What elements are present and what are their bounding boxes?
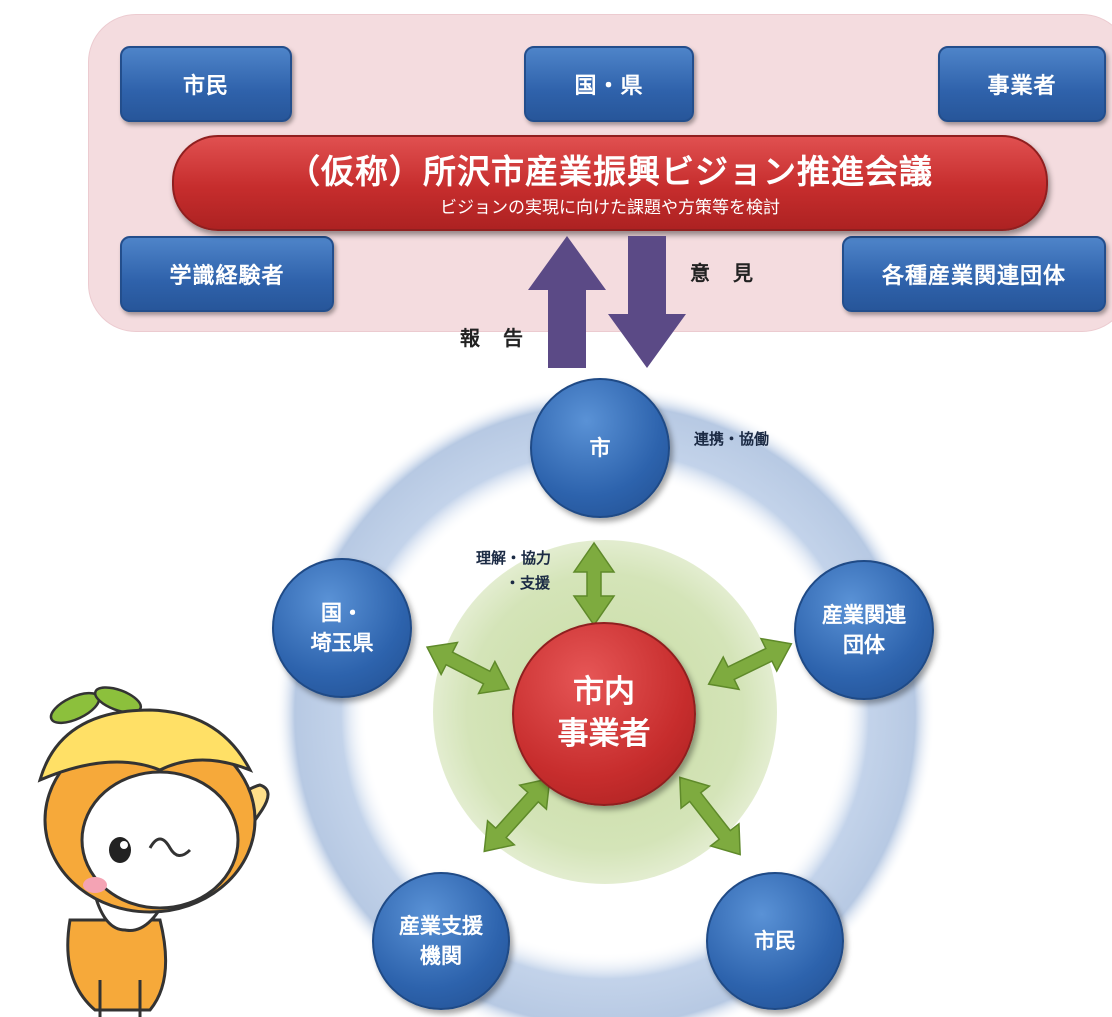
member-citizens-label: 市民 bbox=[182, 74, 229, 99]
cooperation-label: 連携・協働 bbox=[694, 430, 770, 448]
arrow-national-center bbox=[425, 641, 511, 695]
arrow-industry-center bbox=[707, 637, 793, 691]
member-national-prefecture: 国・県 bbox=[524, 46, 694, 122]
council-subtitle: ビジョンの実現に向けた課題や方策等を検討 bbox=[440, 198, 780, 218]
understanding-label-line1: 理解・協力 bbox=[476, 549, 552, 567]
arrow-citizens-center bbox=[679, 776, 741, 856]
node-industry-groups: 産業関連 団体 bbox=[794, 560, 934, 700]
node-citizens: 市民 bbox=[706, 872, 844, 1010]
node-industry-groups-label: 産業関連 団体 bbox=[822, 602, 906, 657]
node-city-label: 市 bbox=[589, 435, 611, 460]
member-business-operators-label: 事業者 bbox=[987, 74, 1057, 99]
member-academic-experts-label: 学識経験者 bbox=[169, 264, 285, 289]
node-support-orgs: 産業支援 機関 bbox=[372, 872, 510, 1010]
member-citizens: 市民 bbox=[120, 46, 292, 122]
understanding-label-line2: ・支援 bbox=[505, 574, 551, 592]
opinion-arrow bbox=[608, 236, 686, 368]
report-label: 報 告 bbox=[460, 326, 531, 350]
node-national-saitama-label: 国・ 埼玉県 bbox=[310, 600, 374, 655]
council-title: （仮称）所沢市産業振興ビジョン推進会議 bbox=[287, 152, 933, 191]
node-city-businesses-label: 市内 事業者 bbox=[557, 674, 651, 752]
member-industry-organizations: 各種産業関連団体 bbox=[842, 236, 1106, 312]
council-bar: （仮称）所沢市産業振興ビジョン推進会議 ビジョンの実現に向けた課題や方策等を検討 bbox=[172, 135, 1048, 231]
node-support-orgs-label: 産業支援 機関 bbox=[399, 913, 483, 968]
node-city: 市 bbox=[530, 378, 670, 518]
member-academic-experts: 学識経験者 bbox=[120, 236, 334, 312]
opinion-label: 意 見 bbox=[690, 261, 761, 285]
node-city-businesses: 市内 事業者 bbox=[512, 622, 696, 806]
orange-mascot-icon bbox=[37, 686, 270, 1017]
report-arrow bbox=[528, 236, 606, 368]
member-industry-organizations-label: 各種産業関連団体 bbox=[881, 264, 1066, 289]
member-national-prefecture-label: 国・県 bbox=[574, 74, 644, 99]
node-citizens-label: 市民 bbox=[754, 928, 796, 953]
member-business-operators: 事業者 bbox=[938, 46, 1106, 122]
node-national-saitama: 国・ 埼玉県 bbox=[272, 558, 412, 698]
